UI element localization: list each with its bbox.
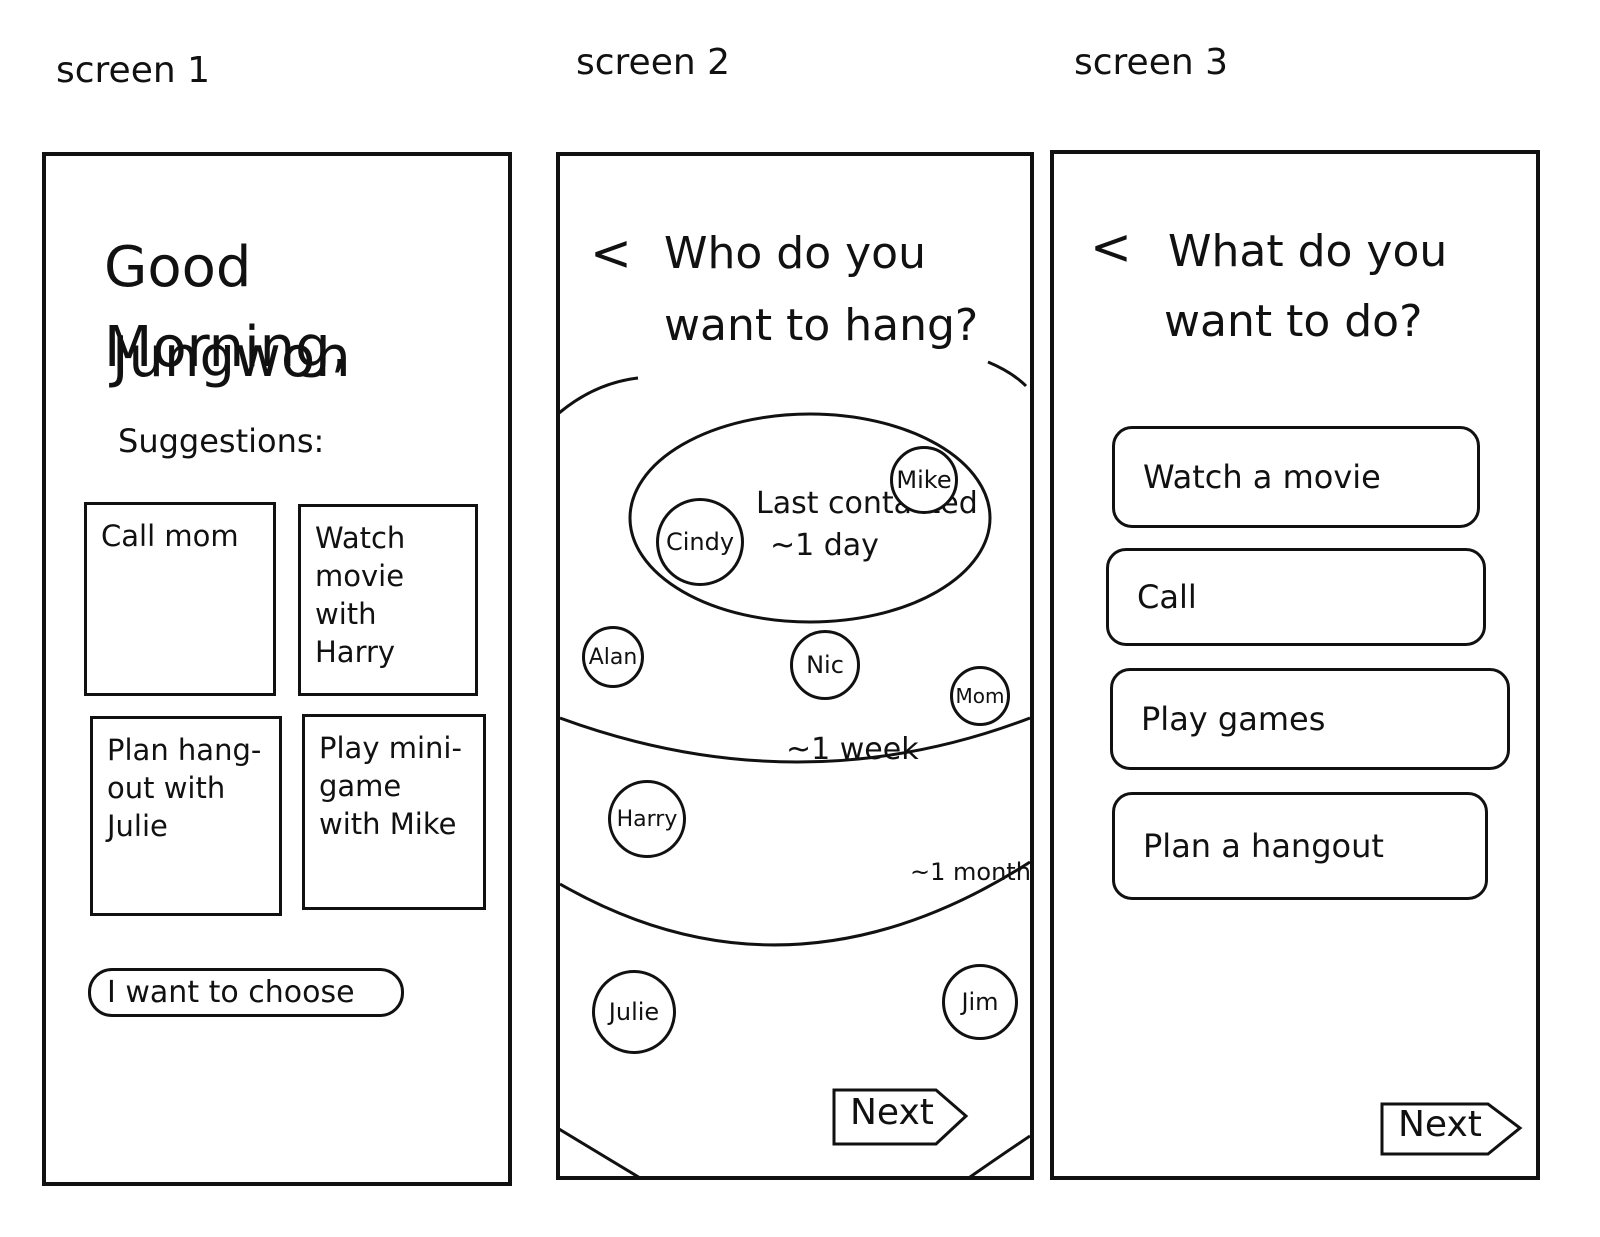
option-plan-hangout[interactable]: Plan a hangout — [1112, 792, 1488, 900]
option-call[interactable]: Call — [1106, 548, 1486, 646]
next-arrow-shape-screen-3 — [1380, 1102, 1523, 1156]
greeting-line-1: Good Morning, — [104, 235, 349, 380]
month-ring-label: ~1 month — [910, 858, 1031, 886]
day-ring-ellipse — [628, 412, 992, 624]
screen-3-title-line-1: What do you — [1168, 226, 1448, 277]
screen-2-frame: < Who do you want to hang? Last contacte… — [556, 152, 1034, 1180]
bottom-ring-right — [968, 1134, 1030, 1176]
screen-3-frame: < What do you want to do? Watch a movie … — [1050, 150, 1540, 1180]
friend-jim[interactable]: Jim — [942, 964, 1018, 1040]
choose-button[interactable]: I want to choose — [88, 968, 404, 1017]
friend-nic[interactable]: Nic — [790, 630, 860, 700]
greeting-name: Jungwon — [112, 325, 351, 390]
friend-alan[interactable]: Alan — [582, 626, 644, 688]
next-button-screen-3[interactable]: Next — [1380, 1102, 1524, 1158]
friend-cindy[interactable]: Cindy — [656, 498, 744, 586]
screen-1-frame: Good Morning, Jungwon Suggestions: Call … — [42, 152, 512, 1186]
screen-1-label: screen 1 — [56, 50, 211, 91]
next-label-screen-3: Next — [1398, 1104, 1482, 1145]
contact-rings — [560, 360, 1030, 1176]
next-arrow-shape — [832, 1088, 969, 1146]
suggestion-card-play-minigame[interactable]: Play mini-game with Mike — [302, 714, 486, 910]
back-button-screen-3[interactable]: < — [1090, 218, 1132, 276]
bottom-ring-left — [560, 1127, 640, 1176]
suggestion-card-watch-movie[interactable]: Watch movie with Harry — [298, 504, 478, 696]
suggestions-label: Suggestions: — [118, 422, 325, 460]
suggestion-card-call-mom[interactable]: Call mom — [84, 502, 276, 696]
screen-2-title-line-2: want to hang? — [664, 300, 979, 351]
suggestion-card-plan-hangout[interactable]: Plan hang-out with Julie — [90, 716, 282, 916]
week-ring-boundary — [560, 716, 1030, 764]
outer-ring-top-right — [987, 360, 1028, 388]
screen-3-label: screen 3 — [1074, 42, 1229, 83]
option-play-games[interactable]: Play games — [1110, 668, 1510, 770]
next-button[interactable]: Next — [832, 1088, 972, 1148]
screen-2-label: screen 2 — [576, 42, 731, 83]
friend-harry[interactable]: Harry — [608, 780, 686, 858]
week-ring-label: ~1 week — [786, 732, 919, 767]
next-label: Next — [850, 1092, 934, 1133]
option-watch-movie[interactable]: Watch a movie — [1112, 426, 1480, 528]
friend-mike[interactable]: Mike — [890, 446, 958, 514]
back-button[interactable]: < — [590, 224, 632, 282]
day-ring-label: ~1 day — [770, 528, 879, 563]
month-ring-boundary — [560, 860, 1030, 947]
friend-julie[interactable]: Julie — [592, 970, 676, 1054]
screen-2-title-line-1: Who do you — [664, 228, 926, 279]
outer-ring-top-left — [560, 376, 639, 415]
friend-mom[interactable]: Mom — [950, 666, 1010, 726]
screen-3-title-line-2: want to do? — [1164, 296, 1423, 347]
